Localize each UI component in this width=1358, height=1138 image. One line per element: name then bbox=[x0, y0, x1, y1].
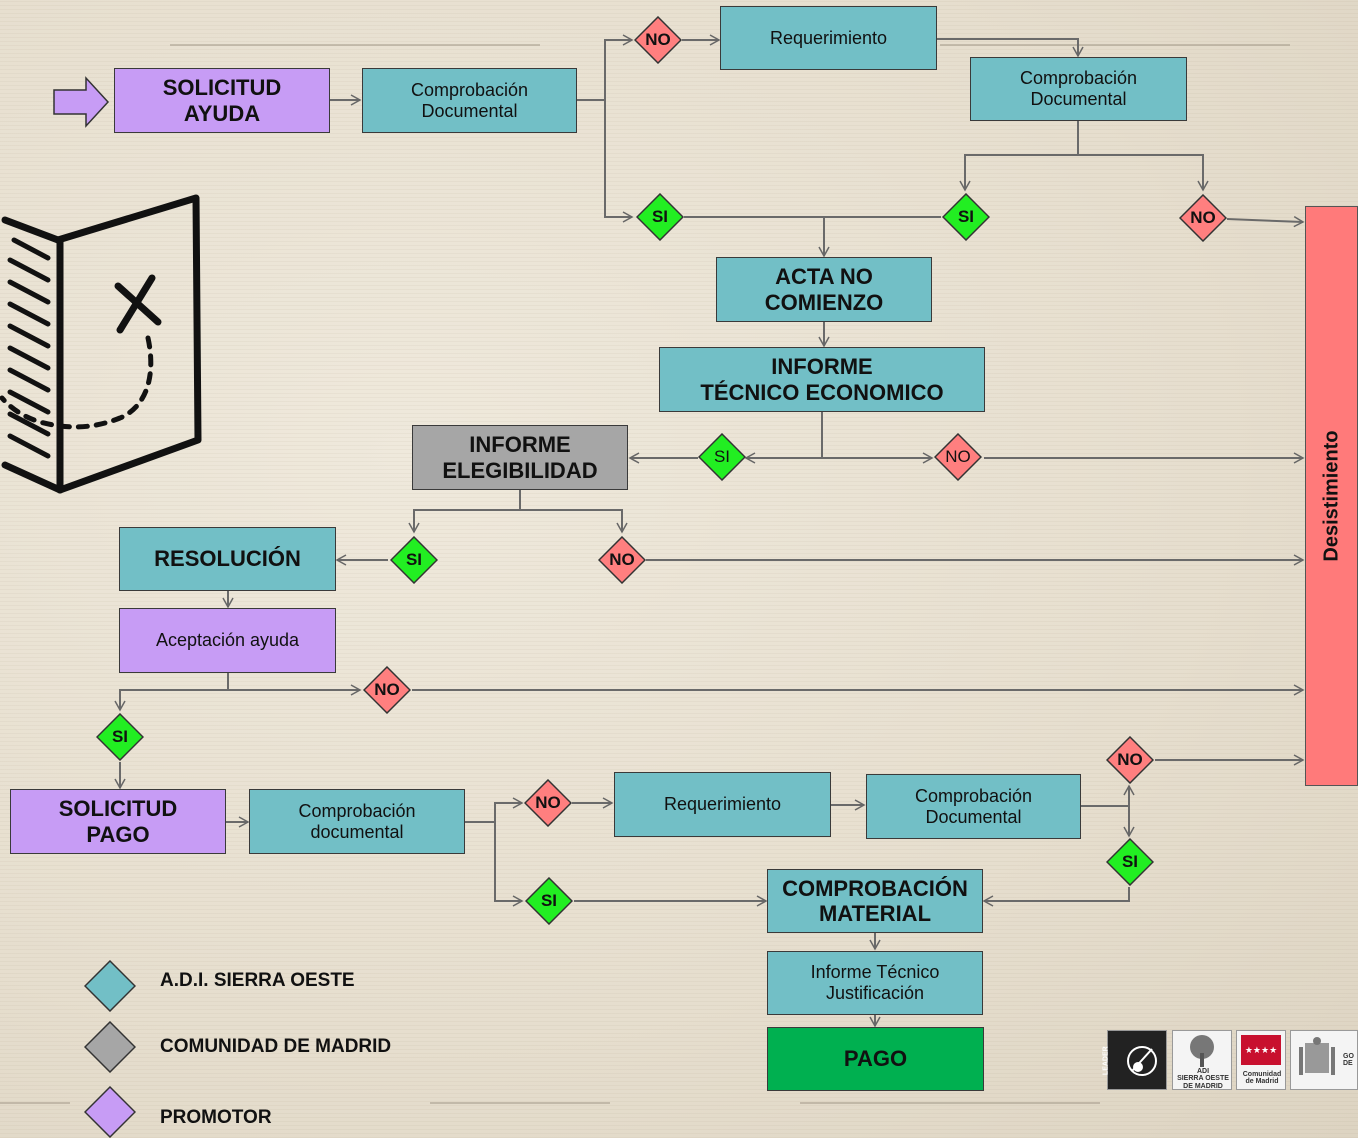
decision-yes-label: SI bbox=[957, 207, 975, 226]
leader-emblem-icon bbox=[1127, 1046, 1157, 1076]
decision-no: NO bbox=[634, 16, 682, 64]
coat-of-arms-icon bbox=[1299, 1037, 1335, 1075]
decision-yes: SI bbox=[96, 713, 144, 761]
decision-yes: SI bbox=[525, 877, 573, 925]
decision-yes-label: SI bbox=[713, 447, 731, 466]
decision-yes: SI bbox=[636, 193, 684, 241]
solicitud-ayuda-box: SOLICITUD AYUDA bbox=[114, 68, 330, 133]
comprobacion-documental-box: Comprobación Documental bbox=[970, 57, 1187, 121]
resolucion-box: RESOLUCIÓN bbox=[119, 527, 336, 591]
decision-yes-label: SI bbox=[405, 550, 423, 569]
comunidad-logo: ★★★★ Comunidad de Madrid bbox=[1236, 1030, 1286, 1090]
adi-logo-text: ADI SIERRA OESTE DE MADRID bbox=[1177, 1068, 1229, 1090]
desistimiento-label: Desistimiento bbox=[1320, 430, 1342, 562]
desistimiento-box: Desistimiento bbox=[1305, 206, 1358, 786]
comprobacion-documental-box: Comprobación Documental bbox=[866, 774, 1081, 839]
decision-yes: SI bbox=[390, 536, 438, 584]
decision-no-label: NO bbox=[535, 793, 561, 812]
decision-no-label: NO bbox=[609, 550, 635, 569]
adi-logo: ADI SIERRA OESTE DE MADRID bbox=[1172, 1030, 1232, 1090]
requerimiento-box: Requerimiento bbox=[614, 772, 831, 837]
legend-promotor-swatch-icon bbox=[84, 1086, 136, 1138]
start-arrow-icon bbox=[53, 76, 110, 128]
comunidad-logo-text: Comunidad de Madrid bbox=[1242, 1071, 1282, 1086]
decision-yes-label: SI bbox=[651, 207, 669, 226]
tree-icon bbox=[1190, 1035, 1214, 1067]
decision-no: NO bbox=[1106, 736, 1154, 784]
pago-box: PAGO bbox=[767, 1027, 984, 1091]
informe-tecnico-economico-box: INFORME TÉCNICO ECONOMICO bbox=[659, 347, 985, 412]
flag-stars-icon: ★★★★ bbox=[1241, 1035, 1281, 1065]
leader-logo-text: LEADER bbox=[1102, 1046, 1110, 1076]
decision-no: NO bbox=[363, 666, 411, 714]
legend-adi-label: A.D.I. SIERRA OESTE bbox=[160, 970, 355, 991]
informe-tecnico-justificacion-box: Informe Técnico Justificación bbox=[767, 951, 983, 1015]
decision-yes: SI bbox=[698, 433, 746, 481]
decision-yes-label: SI bbox=[1121, 852, 1139, 871]
aceptacion-ayuda-box: Aceptación ayuda bbox=[119, 608, 336, 673]
legend-comunidad-label: COMUNIDAD DE MADRID bbox=[160, 1036, 392, 1057]
legend-adi-swatch-icon bbox=[84, 960, 136, 1012]
decision-yes: SI bbox=[1106, 838, 1154, 886]
informe-elegibilidad-box: INFORME ELEGIBILIDAD bbox=[412, 425, 628, 490]
gobierno-logo-text: GO DE bbox=[1343, 1053, 1354, 1068]
legend-promotor-label: PROMOTOR bbox=[160, 1107, 272, 1128]
decision-no-label: NO bbox=[374, 680, 400, 699]
decision-no: NO bbox=[598, 536, 646, 584]
acta-no-comienzo-box: ACTA NO COMIENZO bbox=[716, 257, 932, 322]
decision-no-label: NO bbox=[945, 447, 971, 466]
map-sketch-icon bbox=[0, 194, 202, 494]
decision-no-label: NO bbox=[1190, 208, 1216, 227]
legend-comunidad-swatch-icon bbox=[84, 1021, 136, 1073]
decision-yes-label: SI bbox=[111, 727, 129, 746]
decision-no: NO bbox=[524, 779, 572, 827]
leader-logo: LEADER bbox=[1103, 1030, 1167, 1090]
comprobacion-documental-box: Comprobación Documental bbox=[362, 68, 577, 133]
decision-no: NO bbox=[934, 433, 982, 481]
comprobacion-material-box: COMPROBACIÓN MATERIAL bbox=[767, 869, 983, 933]
decision-yes: SI bbox=[942, 193, 990, 241]
comprobacion-documental-box: Comprobación documental bbox=[249, 789, 465, 854]
requerimiento-box: Requerimiento bbox=[720, 6, 937, 70]
decision-no-label: NO bbox=[645, 30, 671, 49]
decision-yes-label: SI bbox=[540, 891, 558, 910]
gobierno-logo: GO DE bbox=[1290, 1030, 1358, 1090]
decision-no: NO bbox=[1179, 194, 1227, 242]
decision-no-label: NO bbox=[1117, 750, 1143, 769]
solicitud-pago-box: SOLICITUD PAGO bbox=[10, 789, 226, 854]
